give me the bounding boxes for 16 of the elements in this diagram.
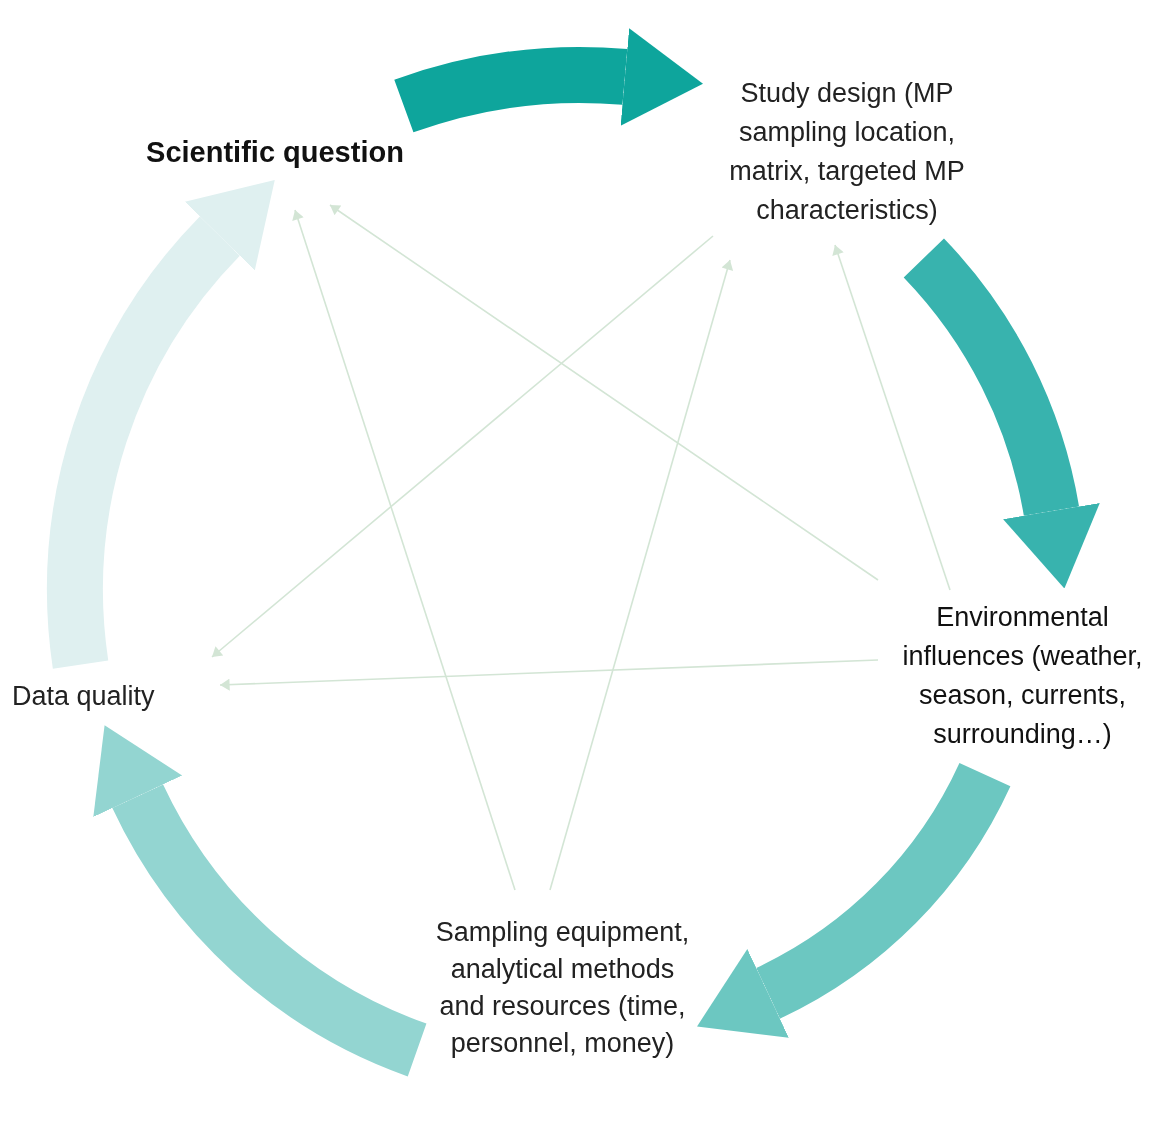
node-label: Sampling equipment, analytical methods and resources (time, personnel, money): [435, 914, 690, 1062]
curved-arrow: [94, 727, 428, 1076]
curved-arrow: [47, 177, 272, 668]
arrow: [329, 204, 879, 581]
arrow: [211, 235, 714, 658]
curved-arrow: [395, 28, 704, 133]
arrow: [549, 259, 734, 891]
node-label: Scientific question: [120, 133, 430, 172]
node-label: Data quality: [12, 677, 202, 716]
curved-arrow: [699, 761, 1010, 1037]
curved-arrow: [902, 239, 1100, 588]
arrow: [219, 659, 879, 691]
node-label: Study design (MP sampling location, matrix, targeted MP characteristics): [712, 74, 982, 230]
arrow: [832, 244, 951, 591]
arrow: [292, 209, 516, 891]
node-label: Environmental influences (weather, season, currents, surrounding…): [900, 598, 1145, 754]
